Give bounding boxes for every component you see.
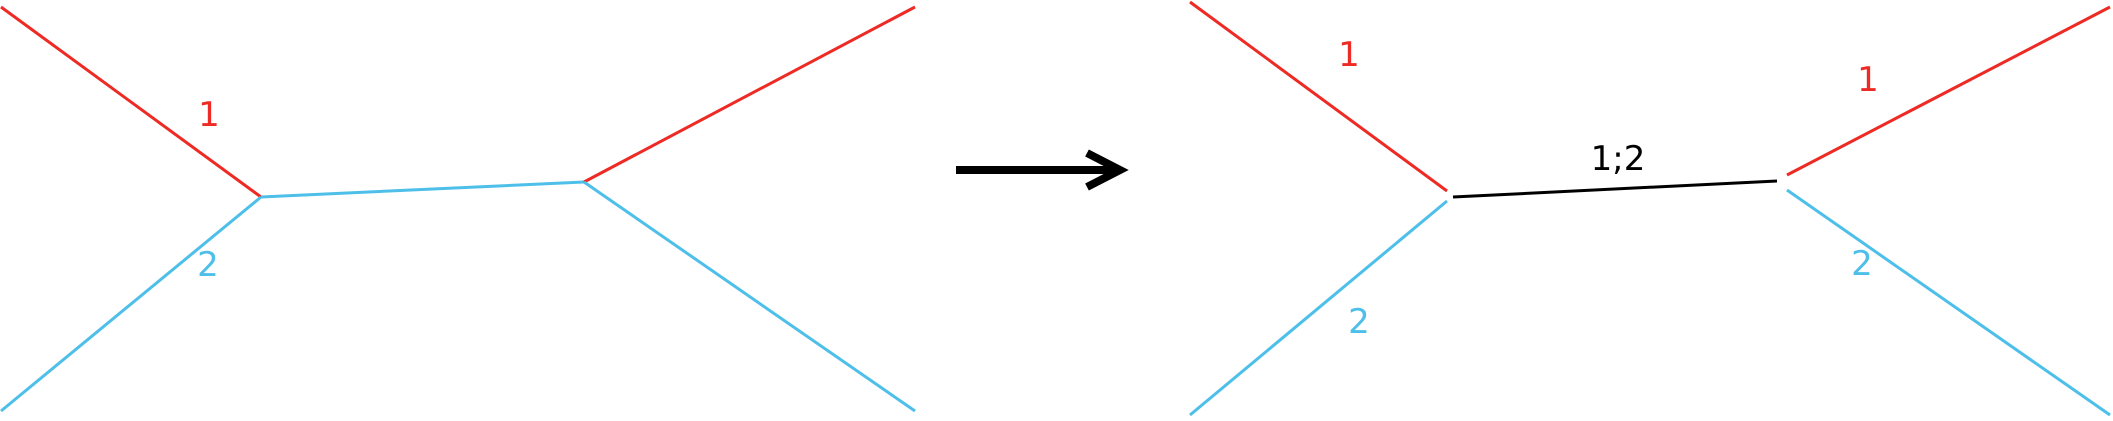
after-left-red-edge <box>1189 0 1448 193</box>
after-tree: 1 1;2 1 2 2 <box>1189 0 2111 417</box>
after-right-red-edge <box>1786 5 2111 177</box>
after-label-left-1: 1 <box>1338 35 1360 75</box>
after-label-merged: 1;2 <box>1591 139 1646 179</box>
before-left-red-edge <box>0 5 262 199</box>
before-left-blue-edge <box>0 195 262 413</box>
before-tree: 1 2 <box>0 5 916 413</box>
after-left-blue-edge <box>1189 199 1448 417</box>
after-merged-edge <box>1452 179 1778 199</box>
after-label-left-2: 2 <box>1348 302 1370 342</box>
after-right-blue-edge <box>1786 188 2111 417</box>
before-internal-edge <box>260 180 585 199</box>
right-arrow-icon <box>956 149 1129 191</box>
before-right-red-edge <box>583 5 916 184</box>
after-label-right-2: 2 <box>1851 244 1873 284</box>
after-label-right-1: 1 <box>1857 60 1879 100</box>
before-right-blue-edge <box>583 180 916 413</box>
before-label-1: 1 <box>198 95 220 135</box>
before-label-2: 2 <box>197 245 219 285</box>
